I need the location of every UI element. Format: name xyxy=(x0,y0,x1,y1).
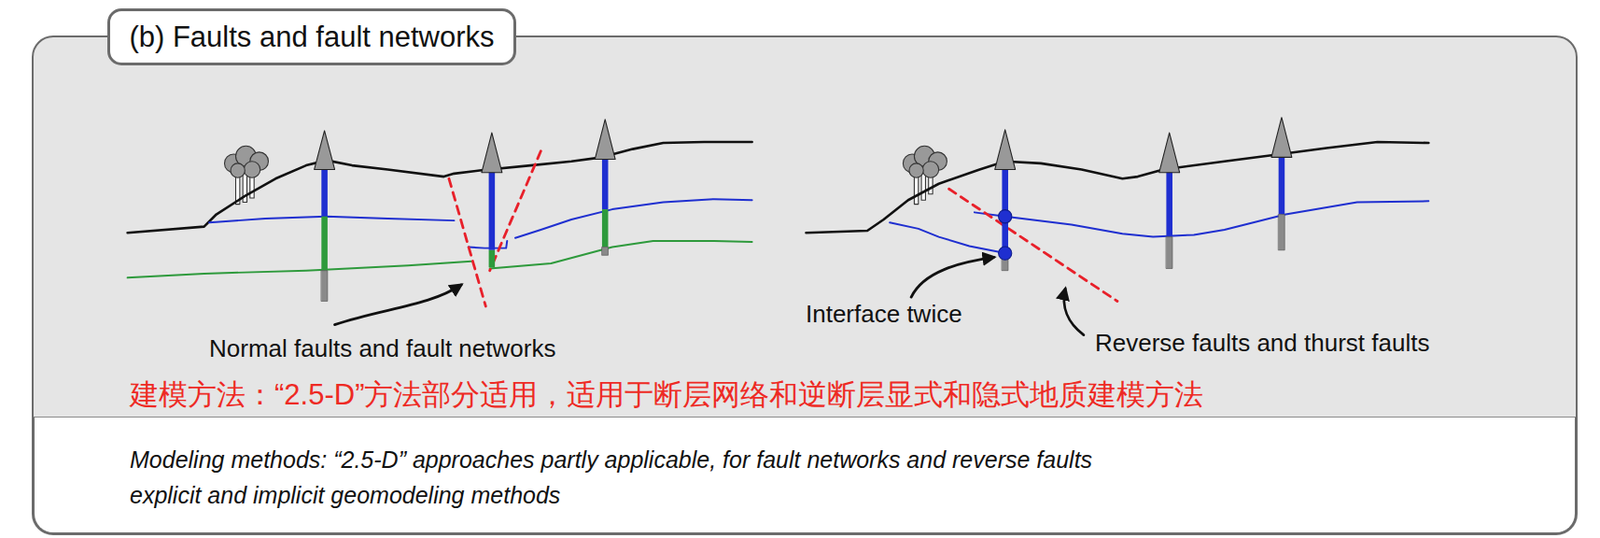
well-green xyxy=(602,209,609,247)
well-blue xyxy=(1165,171,1173,238)
well-green xyxy=(321,216,328,271)
tree-crown xyxy=(922,161,939,178)
well-grey xyxy=(321,270,328,302)
interface-point xyxy=(998,210,1012,224)
well-head xyxy=(1159,132,1180,173)
well-head xyxy=(594,119,616,160)
well-head xyxy=(481,132,503,173)
reverse-fault xyxy=(949,188,1118,301)
well-blue xyxy=(1278,155,1286,214)
blue-horizon xyxy=(889,222,1006,253)
well-grey xyxy=(1165,237,1173,269)
green-horizon xyxy=(127,261,472,278)
tree-crown xyxy=(909,163,924,178)
blue-horizon xyxy=(515,198,753,239)
methods-text: Modeling methods: “2.5-D” approaches par… xyxy=(129,441,1120,513)
well-blue xyxy=(321,168,328,216)
well-head xyxy=(1271,117,1292,158)
tree-crown xyxy=(230,163,245,178)
blue-horizon xyxy=(209,216,454,224)
methods-panel: Modeling methods: “2.5-D” approaches par… xyxy=(32,416,1577,534)
ground-surface xyxy=(127,141,753,233)
leader-arrow xyxy=(911,256,995,297)
chinese-note: 建模方法：“2.5-D”方法部分适用，适用于断层网络和逆断层显式和隐式地质建模方… xyxy=(129,377,1204,412)
tree xyxy=(902,145,947,204)
panel-title: (b) Faults and fault networks xyxy=(128,19,494,55)
panel xyxy=(32,36,1577,534)
interface-point xyxy=(998,246,1012,260)
well-blue xyxy=(489,171,496,251)
callout-label: Interface twice xyxy=(805,299,963,329)
well-head xyxy=(314,130,336,170)
leader-arrow xyxy=(1064,288,1084,335)
leader-arrow xyxy=(335,284,463,325)
green-horizon xyxy=(490,240,753,269)
callout-label: Normal faults and fault networks xyxy=(209,334,556,364)
well-blue xyxy=(602,157,609,210)
well-head xyxy=(995,129,1016,170)
ground-surface xyxy=(806,141,1430,233)
well-grey xyxy=(1278,214,1286,251)
title-tab: (b) Faults and fault networks xyxy=(107,8,517,66)
well-green xyxy=(489,250,496,268)
well-grey xyxy=(602,247,609,256)
normal-fault xyxy=(449,178,486,307)
tree-crown xyxy=(243,161,260,178)
blue-horizon xyxy=(974,200,1429,237)
callout-label: Reverse faults and thurst faults xyxy=(1094,328,1430,358)
